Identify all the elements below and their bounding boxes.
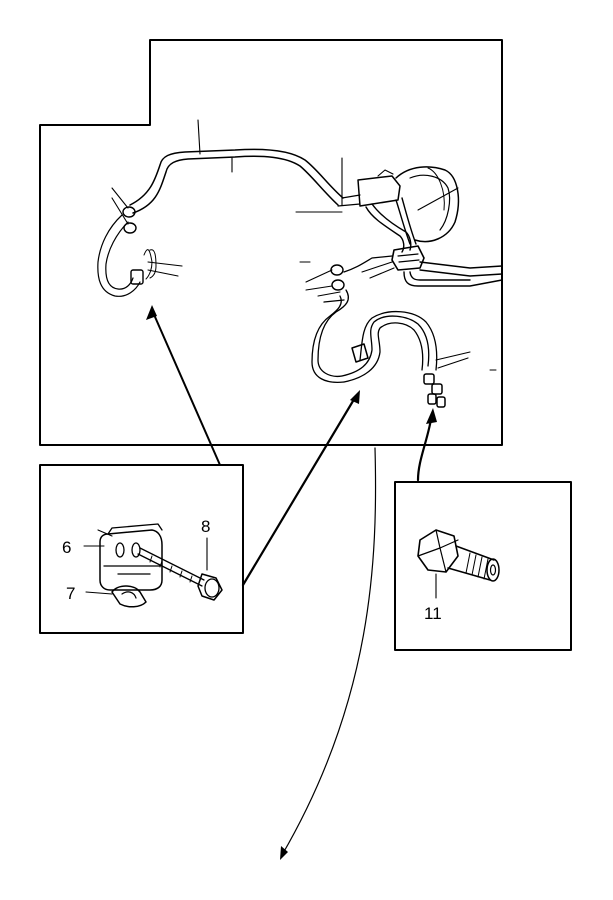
callout-6: 6 <box>62 538 71 557</box>
arrow-to-flare-fitting <box>416 412 434 482</box>
callout-11: 11 <box>424 604 442 623</box>
bracket-detail-frame <box>39 464 244 634</box>
leader-7 <box>85 591 113 595</box>
bracket-bolt <box>137 547 223 601</box>
mounting-bracket <box>99 523 163 591</box>
bracket-detail-box: 6 7 8 <box>39 464 244 634</box>
main-assembly-view <box>39 39 503 446</box>
front-pipe-clip <box>351 343 369 363</box>
front-pipe-assembly <box>305 255 497 408</box>
left-pipe-clip <box>111 187 183 285</box>
union-bolt <box>417 529 500 582</box>
upper-leader-ticks <box>197 119 311 263</box>
arrow-to-front-clip <box>241 394 358 587</box>
callout-8: 8 <box>201 517 210 536</box>
union-bolt-detail-box: 11 <box>394 481 572 651</box>
long-curved-arrow <box>281 447 377 856</box>
union-bolt-detail-frame <box>394 481 572 651</box>
master-cylinder-booster <box>295 157 460 243</box>
upper-brake-pipe <box>97 148 344 297</box>
pointer-arrows <box>146 305 437 860</box>
callout-7: 7 <box>66 584 75 603</box>
junction-block <box>391 245 425 271</box>
front-flare-fittings <box>423 373 446 408</box>
arrow-to-left-clip <box>151 309 221 466</box>
pipe-clip <box>111 585 147 608</box>
junction-pipes <box>361 197 503 287</box>
main-panel-outline <box>39 39 503 446</box>
